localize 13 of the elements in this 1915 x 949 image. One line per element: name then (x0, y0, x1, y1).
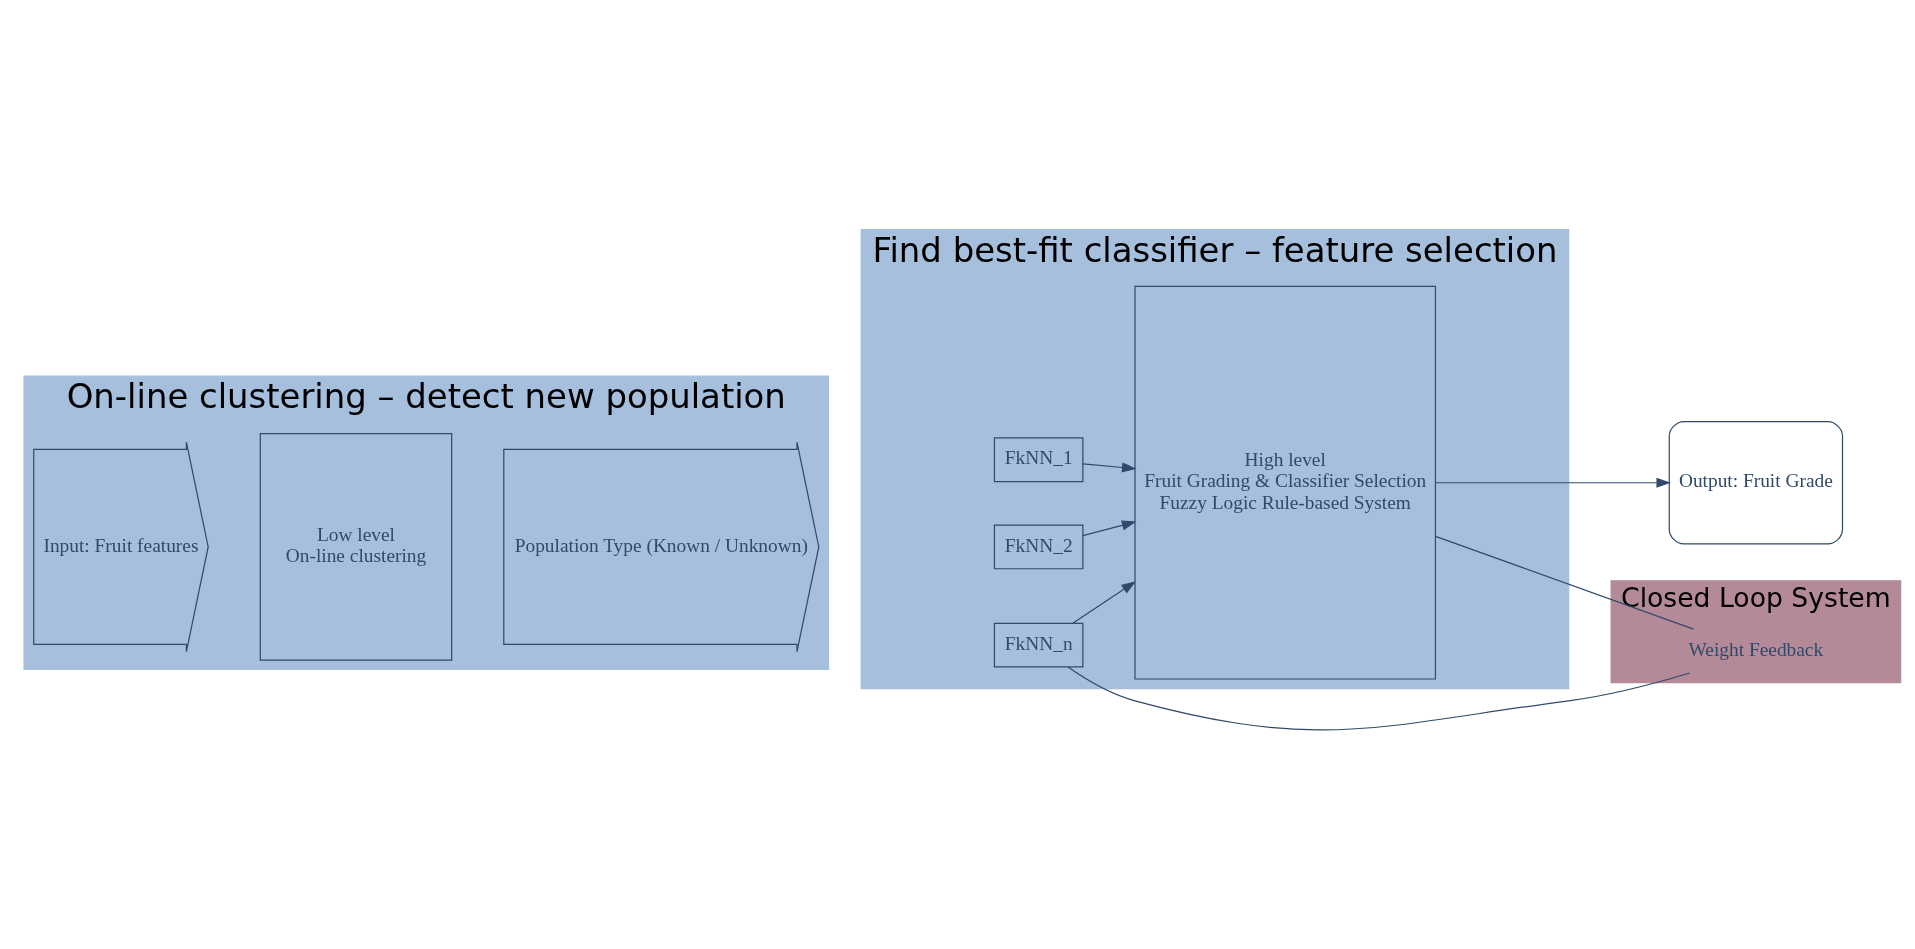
node-box: High level Fruit Grading & Classifier Selection Fuzzy Logic Rule-based System (1134, 285, 1437, 680)
arrow (1072, 580, 1136, 624)
arrow (1082, 519, 1137, 536)
node-box: FkNN_2 (993, 524, 1084, 569)
arrow (1434, 477, 1671, 488)
node-text: Weight Feedback (1688, 638, 1824, 660)
node-box: Low level On-line clustering (259, 432, 453, 661)
node-box: FkNN_n (993, 622, 1084, 667)
arrow (1082, 461, 1137, 473)
node-box: FkNN_1 (993, 436, 1084, 482)
node-box: Output: Fruit Grade (1668, 420, 1844, 545)
connector (1434, 535, 1695, 630)
connector (1067, 665, 1691, 730)
